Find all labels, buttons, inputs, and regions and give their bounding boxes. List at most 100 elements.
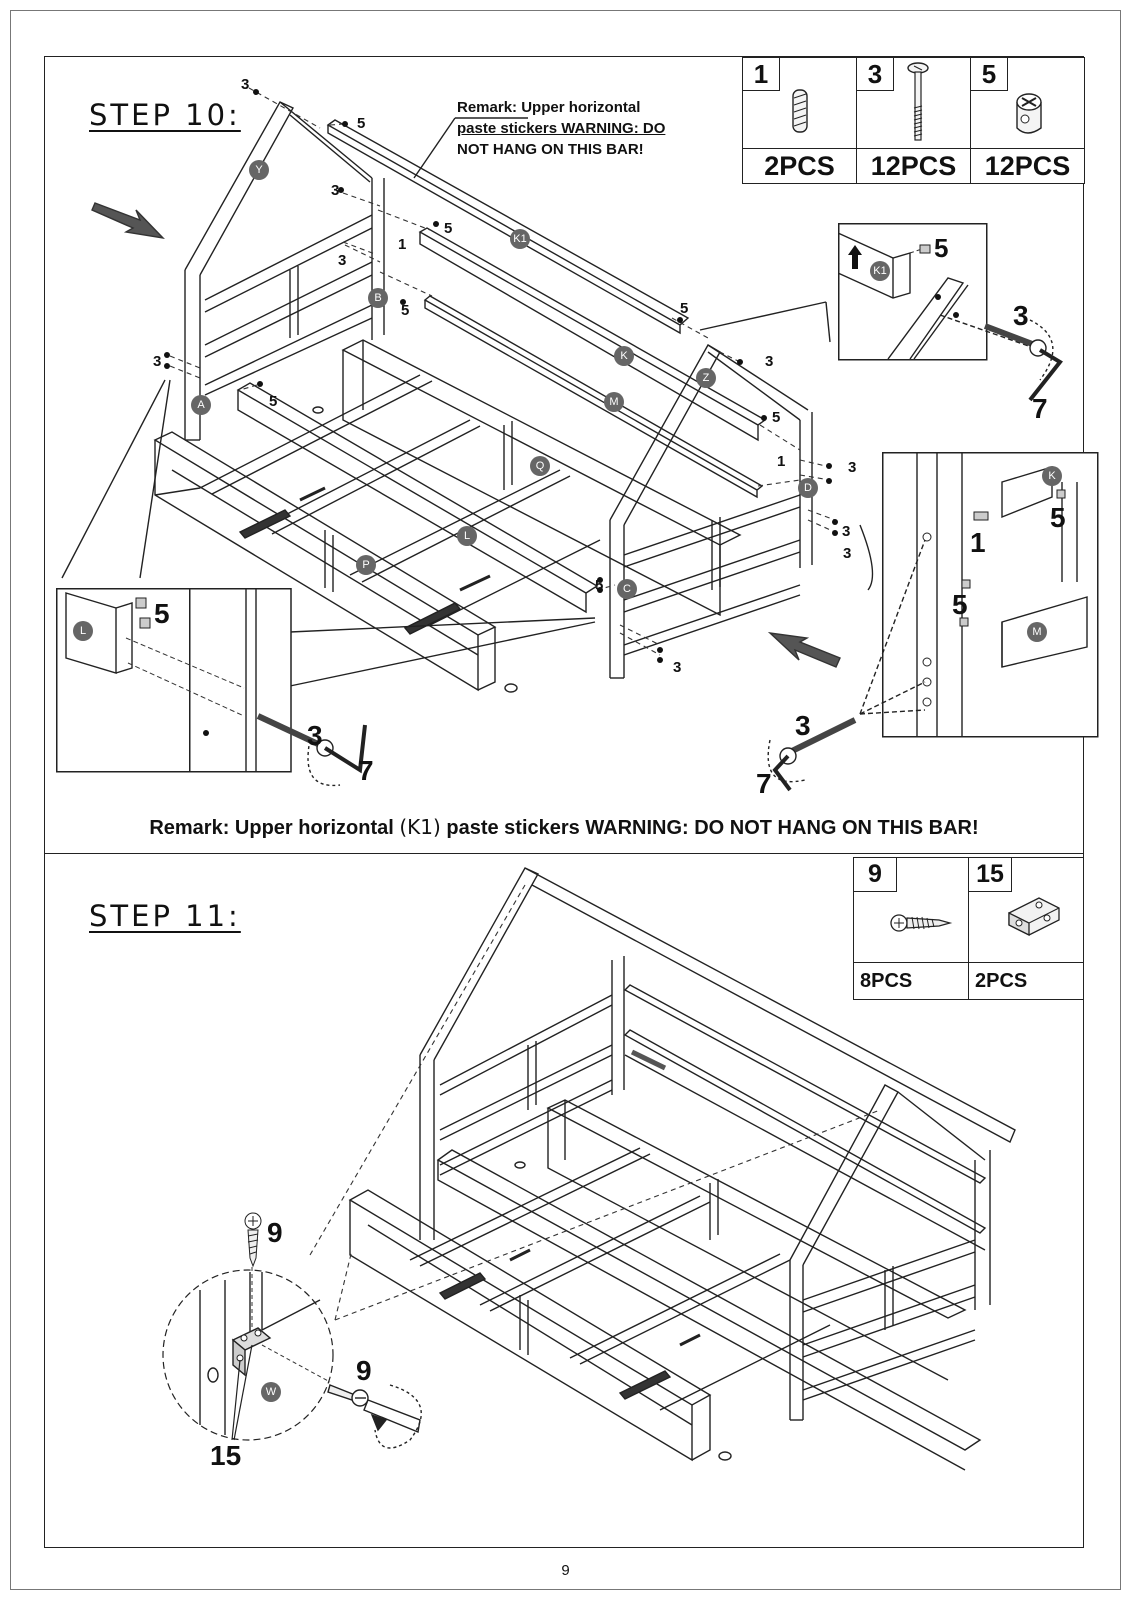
- part-number: 15: [969, 858, 1012, 892]
- instruction-frame: [44, 56, 1084, 1548]
- step-10-title: STEP 10:: [89, 98, 241, 132]
- svg-text:Q: Q: [536, 460, 545, 472]
- part-cell-5: 5: [970, 57, 1085, 149]
- step-11-title: STEP 11:: [89, 899, 241, 933]
- remark-warning-before: Remark: Upper horizontal: [149, 817, 394, 839]
- callout-number: 3: [765, 353, 773, 370]
- svg-text:K1: K1: [513, 233, 526, 245]
- part-label-b: B: [368, 288, 388, 308]
- angle-bracket-icon: [1008, 897, 1060, 937]
- callout-number: 5: [444, 220, 452, 237]
- callout-number: 3: [331, 182, 339, 199]
- detail-panel-label: M: [1032, 626, 1041, 638]
- part-label-l: L: [457, 526, 477, 546]
- detail-bolt-label: 3: [307, 720, 323, 751]
- screw-top-label: 9: [267, 1217, 283, 1248]
- svg-text:A: A: [197, 399, 205, 411]
- callout-number: 3: [848, 459, 856, 476]
- barrel-nut-icon: [1016, 93, 1042, 134]
- magnifier-detail: W: [162, 1253, 334, 1441]
- callout-number: 5: [269, 393, 277, 410]
- svg-text:K: K: [620, 350, 628, 362]
- detail-key-label: 7: [756, 768, 772, 799]
- direction-arrow-icon: [767, 632, 841, 668]
- callout-number: 5: [357, 115, 365, 132]
- remark-warning-part: (K1): [399, 815, 441, 839]
- detail-km-joint: K M 1 5 5: [882, 452, 1099, 738]
- bolt-icon: [907, 62, 929, 141]
- barrel-nut-icon: [959, 617, 969, 627]
- part-label-c: C: [617, 579, 637, 599]
- svg-text:Y: Y: [255, 164, 263, 176]
- detail-nut-label: 5: [934, 233, 948, 263]
- detail-bolt-label: 3: [1013, 300, 1029, 331]
- callout-number: 1: [398, 236, 406, 253]
- detail-nut-label: 5: [952, 589, 968, 620]
- part-qty-9: 8PCS: [853, 962, 969, 1000]
- part-label-k: K: [614, 346, 634, 366]
- callout-number: 3: [338, 252, 346, 269]
- part-label-q: Q: [530, 456, 550, 476]
- screwdriver-icon: [327, 1384, 422, 1449]
- detail-k1-joint: K1 5: [838, 223, 988, 361]
- page-border: [10, 10, 1121, 1590]
- part-label-y: Y: [249, 160, 269, 180]
- detail-panel-label: W: [266, 1386, 277, 1398]
- part-number: 3: [857, 58, 894, 91]
- step-divider: [44, 853, 1084, 854]
- detail-key-label: 7: [358, 755, 374, 786]
- part-number: 5: [971, 58, 1008, 91]
- direction-arrow-icon: [91, 202, 165, 240]
- detail-panel-label: L: [80, 625, 86, 637]
- barrel-nut-icon: [919, 244, 931, 254]
- part-qty-5: 12PCS: [970, 148, 1085, 184]
- part-cell-1: 1: [742, 57, 857, 149]
- part-label-a: A: [191, 395, 211, 415]
- remark-callout: Remark: Upper horizontal paste stickers …: [457, 97, 665, 160]
- svg-text:B: B: [374, 292, 381, 304]
- dowel-icon: [973, 511, 989, 521]
- remark-callout-line-2: paste stickers WARNING: DO: [457, 120, 666, 137]
- callout-number: 1: [777, 453, 785, 470]
- part-number: 1: [743, 58, 780, 91]
- detail-l-joint: L 5: [56, 588, 292, 773]
- callout-number: 3: [843, 545, 851, 562]
- screw-icon: [890, 914, 953, 932]
- remark-warning-after: paste stickers WARNING: DO NOT HANG ON T…: [446, 817, 979, 839]
- remark-callout-line-1: Remark: Upper horizontal: [457, 99, 641, 116]
- step-10-parts-table: 1 3 5: [742, 57, 1085, 184]
- callout-number: 5: [595, 577, 603, 594]
- part-qty-1: 2PCS: [742, 148, 857, 184]
- detail-dowel-label: 1: [970, 527, 986, 558]
- dowel-icon: [792, 89, 808, 133]
- part-qty-15: 2PCS: [968, 962, 1084, 1000]
- svg-text:M: M: [609, 396, 618, 408]
- up-arrow-icon: [848, 245, 862, 269]
- page-number: 9: [561, 1562, 570, 1579]
- barrel-nut-icon: [961, 579, 971, 589]
- svg-text:C: C: [623, 583, 631, 595]
- screw-side-label: 9: [356, 1355, 372, 1386]
- barrel-nut-icon: [135, 597, 147, 609]
- detail-bolt-label: 3: [795, 710, 811, 741]
- svg-text:P: P: [362, 559, 369, 571]
- callout-number: 3: [153, 353, 161, 370]
- callout-number: 5: [401, 302, 409, 319]
- bracket-label: 15: [210, 1440, 241, 1471]
- part-label-d: D: [798, 478, 818, 498]
- svg-text:Z: Z: [703, 372, 710, 384]
- part-label-k1: K1: [510, 229, 530, 249]
- part-label-m: M: [604, 392, 624, 412]
- svg-text:D: D: [804, 482, 812, 494]
- remark-warning: Remark: Upper horizontal (K1) paste stic…: [44, 815, 1084, 840]
- part-qty-3: 12PCS: [856, 148, 971, 184]
- remark-callout-line-3: NOT HANG ON THIS BAR!: [457, 141, 644, 158]
- callout-number: 5: [680, 300, 688, 317]
- part-label-z: Z: [696, 368, 716, 388]
- detail-panel-label: K: [1048, 470, 1056, 482]
